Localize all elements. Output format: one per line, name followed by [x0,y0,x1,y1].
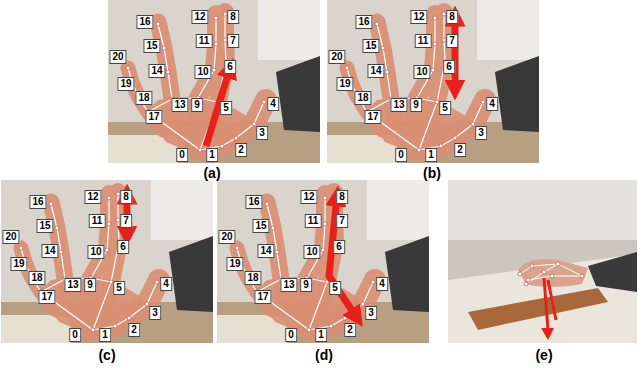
landmark-number: 8 [227,10,239,24]
landmark-number: 20 [2,230,19,244]
landmark-number: 13 [280,278,297,292]
landmark-number: 16 [29,195,46,209]
landmark-number: 8 [446,10,458,24]
landmark-number: 17 [364,110,381,124]
landmark-number: 14 [257,244,274,258]
landmark-number: 3 [475,126,487,140]
hand-photo [108,0,320,163]
hand-photo [217,180,429,343]
landmark-number: 10 [87,245,104,259]
motion-arrow [452,16,459,90]
landmark-number: 19 [336,77,353,91]
landmark-number: 19 [117,77,134,91]
landmark-number: 16 [245,195,262,209]
landmark-number: 7 [120,214,132,228]
landmark-number: 16 [136,15,153,29]
landmark-number: 2 [128,323,140,337]
hand-photo-side [448,180,637,343]
landmark-number: 11 [305,214,322,228]
landmark-number: 18 [135,91,152,105]
landmark-number: 6 [224,60,236,74]
landmark-number: 6 [117,240,129,254]
landmark-number: 5 [439,101,451,115]
landmark-number: 12 [300,190,317,204]
landmark-number: 3 [149,306,161,320]
landmark-number: 4 [486,97,498,111]
landmark-number: 0 [69,328,81,342]
landmark-number: 12 [191,10,208,24]
landmark-number: 1 [425,148,437,162]
landmark-number: 2 [454,143,466,157]
landmark-number: 14 [148,64,165,78]
landmark-number: 12 [410,10,427,24]
landmark-number: 16 [355,15,372,29]
landmark-number: 4 [376,277,388,291]
landmark-number: 15 [36,219,53,233]
landmark-number: 14 [367,64,384,78]
landmark-number: 7 [336,214,348,228]
landmark-number: 4 [267,97,279,111]
landmark-number: 1 [206,148,218,162]
hand-photo [1,180,213,343]
landmark-number: 20 [218,230,235,244]
panel-caption: (d) [313,347,335,363]
landmark-number: 11 [415,34,432,48]
landmark-number: 18 [244,271,261,285]
hand-photo [327,0,539,163]
landmark-number: 11 [196,34,213,48]
landmark-number: 9 [84,278,96,292]
landmark-number: 7 [227,34,239,48]
landmark-number: 17 [38,290,55,304]
landmark-number: 3 [256,126,268,140]
landmark-number: 8 [120,190,132,204]
landmark-number: 10 [413,65,430,79]
landmark-number: 13 [64,278,81,292]
landmark-number: 7 [446,34,458,48]
landmark-number: 6 [333,240,345,254]
landmark-number: 13 [171,98,188,112]
landmark-number: 14 [41,244,58,258]
panel-caption: (b) [421,165,443,181]
landmark-number: 5 [113,281,125,295]
landmark-number: 5 [220,101,232,115]
landmark-number: 10 [303,245,320,259]
landmark-number: 17 [145,110,162,124]
motion-arrow [329,196,357,318]
landmark-number: 5 [329,281,341,295]
landmark-number: 12 [84,190,101,204]
landmark-number: 4 [160,277,172,291]
panel-caption: (e) [533,347,554,363]
landmark-number: 17 [254,290,271,304]
landmark-number: 9 [191,98,203,112]
landmark-number: 2 [344,323,356,337]
landmark-number: 15 [362,39,379,53]
landmark-number: 18 [28,271,45,285]
landmark-number: 15 [252,219,269,233]
landmark-number: 19 [10,257,27,271]
landmark-number: 11 [89,214,106,228]
landmark-number: 10 [194,65,211,79]
landmark-number: 20 [109,50,126,64]
landmark-number: 18 [354,91,371,105]
landmark-number: 20 [328,50,345,64]
landmark-number: 19 [226,257,243,271]
landmark-number: 15 [143,39,160,53]
landmark-number: 0 [395,148,407,162]
landmark-number: 1 [315,328,327,342]
motion-arrow [544,278,548,330]
landmark-number: 9 [300,278,312,292]
landmark-number: 0 [285,328,297,342]
landmark-number: 0 [176,148,188,162]
landmark-number: 13 [390,98,407,112]
landmark-number: 2 [235,143,247,157]
landmark-number: 9 [410,98,422,112]
landmark-number: 8 [336,190,348,204]
landmark-number: 3 [365,306,377,320]
landmark-number: 6 [443,60,455,74]
panel-caption: (c) [96,347,117,363]
panel-caption: (a) [201,165,222,181]
landmark-number: 1 [99,328,111,342]
